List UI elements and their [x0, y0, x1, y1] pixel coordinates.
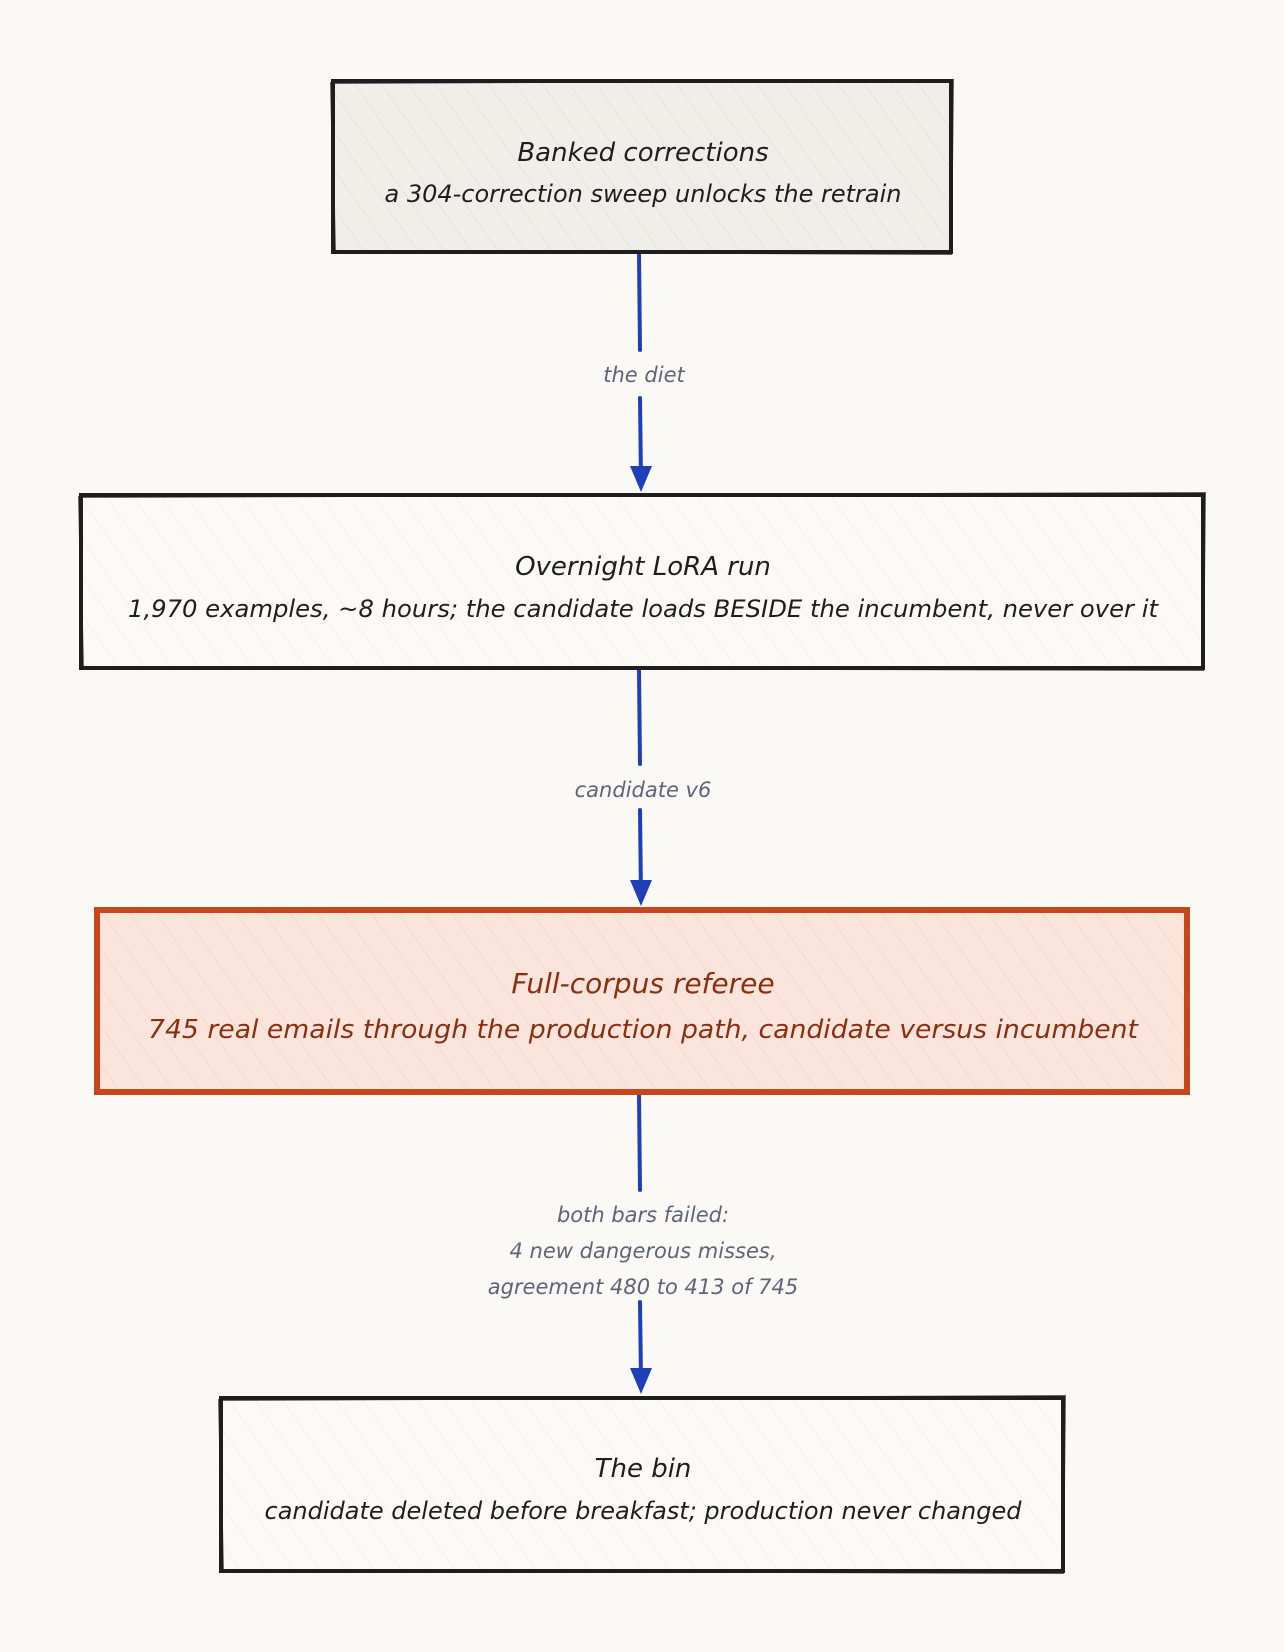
node-banked-corrections: Banked corrections a 304-correction swee…: [329, 78, 955, 256]
edge-banked-to-lora: the diet: [603, 251, 685, 492]
edge-label-line: candidate v6: [575, 778, 712, 802]
edge-label-line: 4 new dangerous misses,: [510, 1239, 777, 1263]
node-title: Full-corpus referee: [511, 967, 774, 1000]
sketch-stroke: [93, 906, 1191, 1096]
edge-label-line: both bars failed:: [557, 1203, 729, 1227]
node-title: Banked corrections: [517, 138, 768, 168]
edge-label-line: the diet: [603, 363, 685, 387]
node-title: Overnight LoRA run: [515, 552, 771, 582]
node-subtitle: 745 real emails through the production p…: [148, 1015, 1139, 1045]
edge-referee-to-bin: both bars failed: 4 new dangerous misses…: [488, 1092, 799, 1394]
edge-label-line: agreement 480 to 413 of 745: [488, 1275, 799, 1299]
node-subtitle: 1,970 examples, ~8 hours; the candidate …: [128, 595, 1160, 623]
node-overnight-lora-run: Overnight LoRA run 1,970 examples, ~8 ho…: [77, 491, 1207, 672]
edge-lora-to-referee: candidate v6: [575, 668, 712, 906]
node-box: [331, 79, 953, 254]
node-full-corpus-referee: Full-corpus referee 745 real emails thro…: [93, 906, 1191, 1096]
sketch-stroke: [329, 78, 955, 256]
arrowhead-icon: [630, 466, 652, 492]
sketch-stroke: [217, 1394, 1067, 1575]
arrowhead-icon: [630, 880, 652, 906]
node-box: [219, 1396, 1065, 1573]
node-subtitle: candidate deleted before breakfast; prod…: [265, 1497, 1023, 1525]
node-subtitle: a 304-correction sweep unlocks the retra…: [384, 180, 901, 208]
node-box: [94, 907, 1190, 1095]
node-title: The bin: [595, 1454, 692, 1484]
sketch-stroke: [77, 491, 1207, 672]
node-the-bin: The bin candidate deleted before breakfa…: [217, 1394, 1067, 1575]
arrowhead-icon: [630, 1368, 652, 1394]
